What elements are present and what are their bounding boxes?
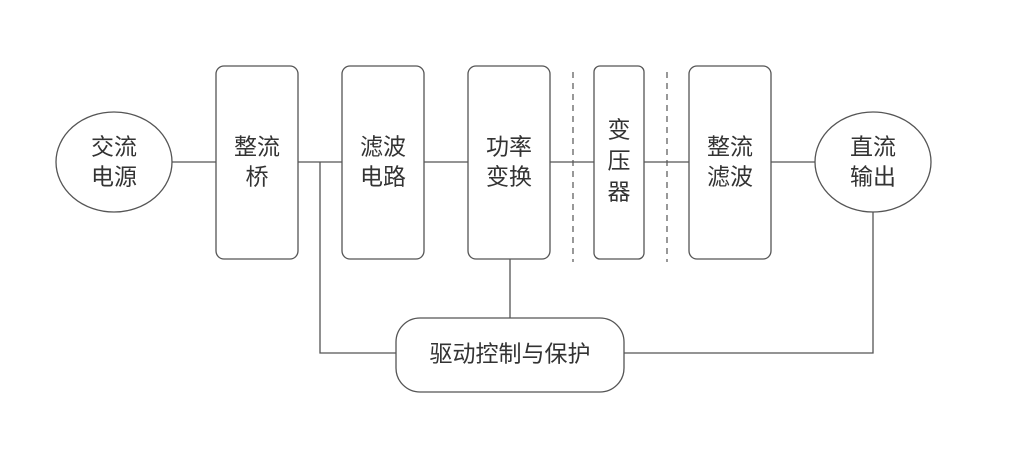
edge-dc-to-drive	[624, 212, 874, 354]
node-transformer: 变 压 器	[593, 65, 645, 260]
node-power-conversion-line-2: 变换	[486, 165, 532, 191]
node-filter-circuit-line-1: 滤波	[360, 135, 406, 161]
node-filter-circuit: 滤波 电路	[341, 65, 425, 260]
node-rectifier-bridge-line-1: 整流	[234, 135, 280, 161]
node-rectifier-filter: 整流 滤波	[688, 65, 772, 260]
node-ac-source-line-1: 交流	[91, 135, 137, 161]
node-transformer-line-2: 压	[608, 149, 631, 175]
node-dc-output-line-1: 直流	[850, 135, 896, 161]
node-ac-source: 交流 电源	[55, 111, 173, 213]
node-transformer-line-1: 变	[608, 118, 631, 144]
node-rectifier-filter-line-1: 整流	[707, 135, 753, 161]
node-dc-output-line-2: 输出	[850, 165, 896, 191]
node-dc-output: 直流 输出	[814, 111, 932, 213]
node-power-conversion: 功率 变换	[467, 65, 551, 260]
node-rectifier-bridge-line-2: 桥	[246, 165, 269, 191]
edge-rectifier-to-drive	[319, 162, 396, 354]
node-drive-control: 驱动控制与保护	[395, 317, 625, 393]
node-rectifier-bridge: 整流 桥	[215, 65, 299, 260]
node-ac-source-line-2: 电源	[91, 165, 137, 191]
node-filter-circuit-line-2: 电路	[360, 165, 406, 191]
node-rectifier-filter-line-2: 滤波	[707, 165, 753, 191]
node-transformer-line-3: 器	[608, 180, 631, 206]
node-drive-control-line-1: 驱动控制与保护	[430, 342, 591, 368]
node-power-conversion-line-1: 功率	[486, 135, 532, 161]
